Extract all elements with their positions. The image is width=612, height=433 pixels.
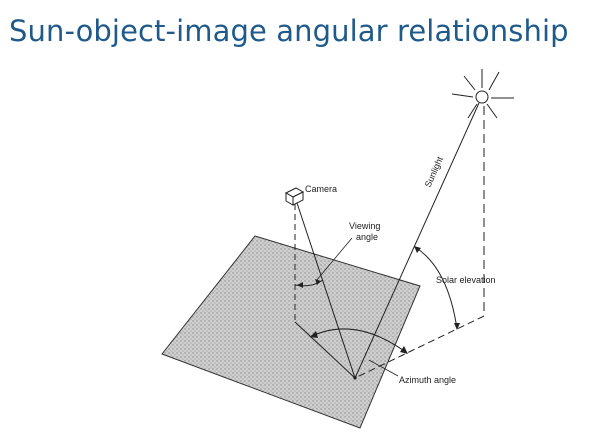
azimuth-angle-label: Azimuth angle bbox=[399, 375, 456, 385]
camera-ground-projection bbox=[294, 321, 356, 379]
azimuth-arrow-right bbox=[400, 346, 408, 354]
ground-plane bbox=[161, 235, 421, 429]
solar-elevation-arrow-bottom bbox=[454, 323, 460, 330]
viewing-angle-label-line1: Viewing bbox=[349, 221, 380, 231]
solar-elevation-arc bbox=[414, 246, 458, 330]
viewing-angle-arrow-left bbox=[297, 282, 303, 288]
sunlight-ray bbox=[354, 102, 480, 379]
sun-icon bbox=[451, 69, 514, 119]
azimuth-arc bbox=[309, 328, 408, 354]
azimuth-arrow-left bbox=[310, 331, 318, 338]
viewing-angle-leader bbox=[315, 237, 353, 282]
camera-icon bbox=[284, 187, 305, 206]
page-title: Sun-object-image angular relationship bbox=[9, 14, 569, 48]
azimuth-leader bbox=[368, 359, 399, 377]
solar-elevation-arrow-top bbox=[414, 246, 421, 253]
camera-label: Camera bbox=[305, 184, 337, 194]
sun-ground-projection bbox=[354, 315, 485, 379]
solar-elevation-label: Solar elevation bbox=[436, 275, 496, 285]
camera-sight-line bbox=[296, 202, 356, 379]
sunlight-label: Sunlight bbox=[423, 155, 446, 189]
viewing-angle-label-line2: angle bbox=[356, 232, 378, 242]
